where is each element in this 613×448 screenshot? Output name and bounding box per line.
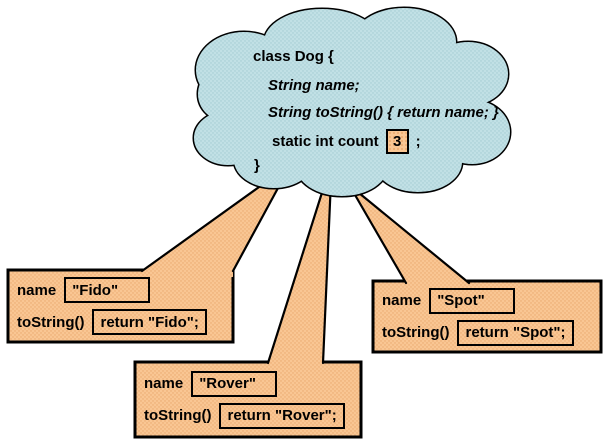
spot-tail [351,188,469,289]
name-row: name "Rover" [144,370,352,397]
tostring-label: toString() [144,407,212,424]
count-value-box: 3 [385,129,409,154]
name-row: name "Spot" [382,287,592,314]
count-value: 3 [393,132,402,150]
code-line-tostring: String toString() { return name; } [268,104,499,121]
tostring-label: toString() [17,313,85,331]
callout-tails [140,178,471,369]
tostring-value-box: return "Spot"; [457,319,574,346]
name-value-box: "Rover" [191,370,278,397]
static-count-semicolon: ; [415,132,421,150]
spot-tail-right-edge [357,191,471,285]
instance-box-backgrounds [6,268,603,439]
tostring-value-box: return "Fido"; [92,309,207,335]
name-row: name "Fido" [17,277,224,303]
name-label: name [144,375,184,392]
fido-tail [142,182,278,277]
static-count-text: static int count [272,132,379,150]
tostring-row: toString() return "Rover"; [144,402,352,429]
name-value: "Rover" [199,375,256,392]
code-line-name-field: String name; [268,77,360,94]
name-value: "Fido" [72,281,119,299]
tostring-value-box: return "Rover"; [219,402,345,429]
tostring-value: return "Rover"; [227,407,337,424]
name-value-box: "Fido" [64,277,151,303]
name-value-box: "Spot" [429,287,516,314]
instance-fido: name "Fido" toString() return "Fido"; [8,270,233,342]
code-line-static-count: static int count 3 ; [272,129,421,154]
tostring-value: return "Spot"; [465,324,566,341]
fido-box-bg [6,268,235,344]
tostring-row: toString() return "Fido"; [17,309,224,335]
instance-spot: name "Spot" toString() return "Spot"; [373,281,601,352]
fido-tail-left-edge [140,180,268,273]
spot-tail-left-edge [349,186,408,285]
tostring-value: return "Fido"; [100,313,199,331]
code-line-class-decl: class Dog { [253,48,334,65]
name-label: name [17,281,57,299]
rover-tail [268,180,331,369]
code-line-close-brace: } [254,157,260,174]
name-value: "Spot" [437,292,485,309]
instance-rover: name "Rover" toString() return "Rover"; [135,362,361,437]
tostring-label: toString() [382,324,450,341]
rover-tail-left-edge [266,178,328,365]
rover-tail-right-edge [321,178,333,365]
spot-box-bg [371,279,603,354]
rover-box-bg [133,360,363,439]
name-label: name [382,292,422,309]
tostring-row: toString() return "Spot"; [382,319,592,346]
fido-tail-right-edge [231,186,280,273]
